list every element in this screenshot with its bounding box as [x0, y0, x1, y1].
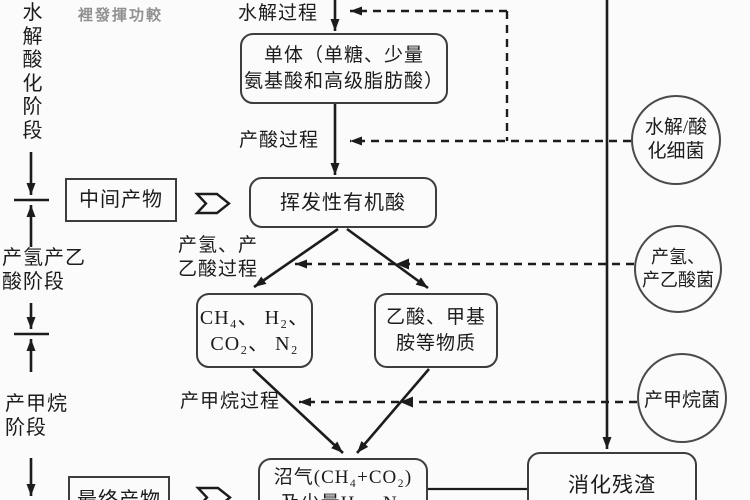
- final-product-box: 最终产物: [68, 476, 170, 500]
- monomer-box-label: 单体（单糖、少量 氨基酸和高级脂肪酸）: [243, 44, 444, 92]
- final-product-label: 最终产物: [77, 489, 161, 500]
- methanogenic-bacteria-label: 产甲烷菌: [643, 389, 720, 411]
- watermark-text: 裡發揮功較: [78, 7, 164, 24]
- stage-label-methanogenesis: 产甲烷 阶段: [5, 393, 68, 439]
- volatile-organic-acid-box: 挥发性有机酸: [249, 177, 437, 228]
- block-arrow-intermediate-icon: [194, 192, 231, 215]
- intermediate-product-label: 中间产物: [79, 189, 163, 211]
- acetogenic-bacteria-circle: 产氢、 产乙酸菌: [634, 225, 722, 313]
- label-acidogenesis-process: 产酸过程: [239, 130, 320, 151]
- block-arrow-final-icon: [195, 486, 232, 500]
- arrow-voa-to-acetate: [346, 227, 429, 290]
- stage-label-hydrolysis-acidification: 水 解 酸 化 阶 段: [22, 2, 44, 142]
- methanogenic-bacteria-circle: 产甲烷菌: [637, 353, 727, 443]
- gas-mix-box: CH₄、 H₂、 CO₂、 N₂: [196, 293, 313, 368]
- biogas-box: 沼气(CH₄+CO₂) 及少量H₂、N₂: [258, 458, 428, 500]
- monomer-box: 单体（单糖、少量 氨基酸和高级脂肪酸）: [240, 33, 448, 104]
- stage-label-h2-acetogenesis: 产氢产乙 酸阶段: [2, 247, 86, 293]
- intermediate-product-box: 中间产物: [65, 178, 177, 222]
- label-hydrolysis-process: 水解过程: [238, 3, 319, 24]
- gas-mix-label: CH₄、 H₂、 CO₂、 N₂: [199, 306, 310, 355]
- volatile-organic-acid-label: 挥发性有机酸: [280, 191, 406, 214]
- digestion-residue-box: 消化残渣: [527, 452, 697, 500]
- acetate-methylamine-label: 乙酸、甲基 胺等物质: [385, 306, 486, 354]
- arrow-voa-to-gasmix: [253, 227, 339, 289]
- arrow-gasmix-to-biogas: [252, 368, 344, 454]
- acetogenic-bacteria-label: 产氢、 产乙酸菌: [642, 247, 714, 290]
- arrow-acetate-to-biogas: [356, 368, 430, 454]
- dashed-methanogenic-mid-arrowhead: [400, 396, 413, 408]
- biogas-label: 沼气(CH₄+CO₂) 及少量H₂、N₂: [273, 467, 413, 500]
- hydrolytic-bacteria-circle: 水解/酸 化细菌: [631, 95, 721, 185]
- digestion-residue-label: 消化残渣: [568, 473, 656, 497]
- dashed-acetogenic-mid-arrowhead: [396, 258, 409, 270]
- acetate-methylamine-box: 乙酸、甲基 胺等物质: [374, 293, 498, 368]
- label-methanogenesis-process: 产甲烷过程: [180, 391, 281, 412]
- label-h2-acetogenesis-process: 产氢、产 乙酸过程: [178, 235, 259, 280]
- hydrolytic-bacteria-label: 水解/酸 化细菌: [644, 117, 708, 162]
